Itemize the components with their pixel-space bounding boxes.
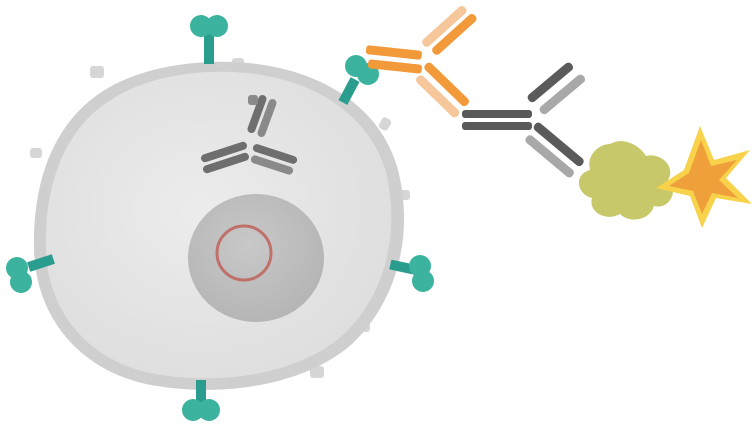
enzyme-conjugate (578, 141, 673, 220)
surface-antigen (6, 254, 55, 293)
nucleolus (215, 224, 273, 282)
primary-antibody (365, 5, 477, 118)
surface-antigens (6, 15, 434, 421)
signal-star (656, 126, 752, 228)
cell (30, 58, 410, 390)
intracellular-antibody (200, 94, 298, 175)
nucleus (188, 194, 324, 322)
surface-antigen (182, 380, 220, 421)
secondary-antibody (462, 62, 586, 178)
surface-antigen (389, 255, 434, 292)
surface-antigen (190, 15, 228, 64)
